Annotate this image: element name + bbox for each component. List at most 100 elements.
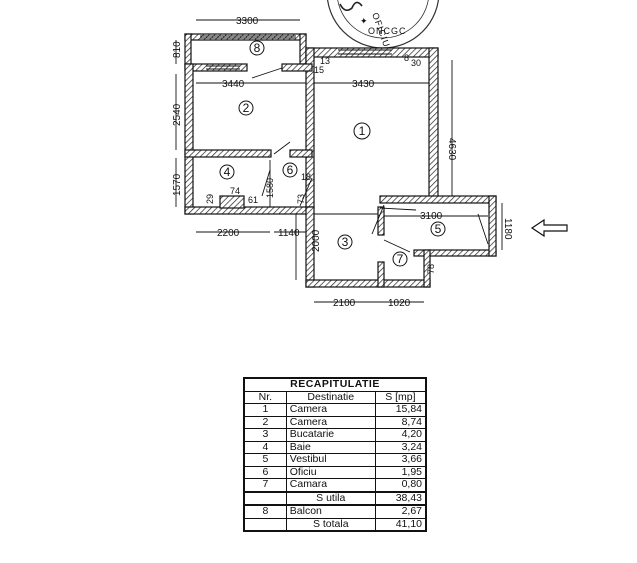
row-dest: Baie (285, 440, 376, 454)
dim-3300: 3300 (236, 16, 259, 27)
row-nr: 8 (243, 504, 287, 519)
row-s: 0,80 (374, 478, 427, 492)
door-entrance (477, 213, 489, 245)
row-nr: 6 (243, 465, 287, 479)
dimension-lines (175, 19, 503, 303)
door-room-3 (371, 204, 385, 235)
table-row: 4 Baie 3,24 (243, 440, 427, 454)
dim-2000: 2000 (311, 229, 322, 252)
row-nr: 7 (243, 478, 287, 492)
entrance-arrow-icon (530, 218, 568, 238)
dim-78: 78 (426, 264, 436, 274)
s-totala-value: 41,10 (374, 517, 427, 532)
dim-15: 15 (314, 65, 324, 75)
row-dest: Balcon (285, 504, 376, 519)
row-dest: Bucatarie (285, 428, 376, 442)
svg-text:5: 5 (435, 222, 442, 236)
room-label-7: 7 (392, 251, 408, 267)
dim-2540: 2540 (172, 103, 183, 126)
dim-1570: 1570 (172, 173, 183, 196)
s-utila-value: 38,43 (374, 490, 427, 506)
row-s: 3,66 (374, 453, 427, 467)
room-label-8: 8 (249, 40, 265, 56)
svg-text:4: 4 (224, 165, 231, 179)
room-label-4: 4 (219, 164, 235, 180)
row-s: 3,24 (374, 440, 427, 454)
dim-2100: 2100 (333, 298, 356, 309)
table-row: 2 Camera 8,74 (243, 415, 427, 429)
row-dest: Vestibul (285, 453, 376, 467)
dimension-labels: 3300 810 3440 3430 13 15 8 30 2540 4630 … (172, 16, 513, 309)
row-dest: Camera (285, 415, 376, 429)
s-utila-label: S utila (285, 490, 376, 506)
row-dest: Camera (285, 403, 376, 417)
doors (251, 67, 489, 253)
dim-29: 29 (205, 194, 215, 204)
recap-table: RECAPITULATIE Nr. Destinatie S [mp] 1 Ca… (243, 377, 427, 532)
svg-text:8: 8 (254, 41, 261, 55)
svg-text:7: 7 (397, 252, 404, 266)
svg-text:2: 2 (243, 101, 250, 115)
dim-3440: 3440 (222, 79, 245, 90)
row-nr: 5 (243, 453, 287, 467)
room-label-1: 1 (353, 122, 371, 140)
header-nr: Nr. (243, 390, 287, 404)
door-room-2 (273, 141, 291, 155)
table-row: 3 Bucatarie 4,20 (243, 428, 427, 442)
dim-13: 13 (320, 56, 330, 66)
row-nr: 2 (243, 415, 287, 429)
dim-73: 73 (296, 194, 306, 204)
table-row: 6 Oficiu 1,95 (243, 465, 427, 479)
door-room-6 (299, 177, 313, 207)
recap-title: RECAPITULATIE (243, 377, 427, 392)
room-label-5: 5 (430, 221, 446, 237)
dim-1020: 1020 (388, 298, 411, 309)
dim-61: 61 (248, 195, 258, 205)
row-s: 2,67 (374, 504, 427, 519)
dim-1580: 1580 (265, 178, 275, 198)
s-totala-row: S totala 41,10 (243, 517, 427, 532)
room-label-6: 6 (282, 162, 298, 178)
room-numbers: 8 2 1 4 6 3 5 7 (219, 40, 446, 267)
stamp-text-bottom: ONCGC (368, 26, 407, 36)
row-s: 15,84 (374, 403, 427, 417)
s-utila-row: S utila 38,43 (243, 490, 427, 506)
svg-text:1: 1 (359, 124, 366, 138)
table-row: 7 Camara 0,80 (243, 478, 427, 492)
dim-1180: 1180 (502, 218, 513, 240)
door-room-1 (379, 207, 417, 211)
row-nr: 3 (243, 428, 287, 442)
walls (184, 33, 497, 288)
row-nr: 4 (243, 440, 287, 454)
svg-text:✦: ✦ (360, 16, 368, 26)
dim-74: 74 (230, 186, 240, 196)
dim-18: 18 (301, 172, 311, 182)
dim-3100: 3100 (420, 211, 443, 222)
dim-4630: 4630 (446, 138, 457, 161)
room-label-2: 2 (238, 100, 254, 116)
dim-810: 810 (172, 41, 183, 58)
dim-8: 8 (404, 53, 409, 63)
s-totala-label: S totala (285, 517, 376, 532)
dim-2200: 2200 (217, 228, 240, 239)
door-room-4 (261, 169, 271, 197)
signature-stroke (339, 1, 363, 12)
windows (200, 35, 392, 70)
row-dest: Camara (285, 478, 376, 492)
row-dest: Oficiu (285, 465, 376, 479)
svg-text:6: 6 (287, 163, 294, 177)
balcon-row: 8 Balcon 2,67 (243, 504, 427, 519)
door-balcony (251, 67, 283, 79)
row-s: 4,20 (374, 428, 427, 442)
dim-3430: 3430 (352, 79, 375, 90)
dim-30: 30 (411, 58, 421, 68)
svg-text:3: 3 (342, 235, 349, 249)
room-label-3: 3 (337, 234, 353, 250)
table-row: 1 Camera 15,84 (243, 403, 427, 417)
header-s: S [mp] (374, 390, 427, 404)
row-s: 8,74 (374, 415, 427, 429)
table-row: 5 Vestibul 3,66 (243, 453, 427, 467)
header-destinatie: Destinatie (285, 390, 376, 404)
row-nr: 1 (243, 403, 287, 417)
